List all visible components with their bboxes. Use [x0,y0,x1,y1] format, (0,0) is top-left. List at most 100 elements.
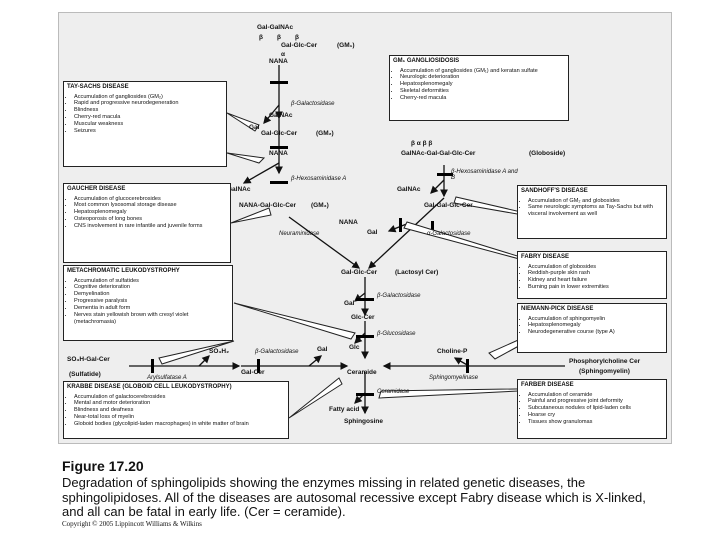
box-item: Accumulation of glucocerebrosides [74,196,227,203]
box-title: KRABBE DISEASE (GLOBOID CELL LEUKODYSTRO… [67,384,232,390]
box-item: Neurologic deterioration [400,74,565,81]
box-item: Cherry-red macula [400,95,565,102]
box-item: Accumulation of gangliosides (GM₁) and k… [400,68,565,75]
enzyme-beta-galactosidase: β-Galactosidase [255,349,299,355]
box-item: Cognitive deterioration [74,284,229,291]
node-gal-galnac: Gal-GalNAc [257,24,294,31]
node-gm1-label: (GM₁) [337,42,355,49]
box-item: Muscular weakness [74,121,223,128]
box-item: Cherry-red macula [74,114,223,121]
farber-box: FARBER DISEASE Accumulation of ceramide … [517,379,667,439]
krabbe-box: KRABBE DISEASE (GLOBOID CELL LEUKODYSTRO… [63,381,289,439]
node-gal-glc-cer-gm2: Gal-Glc-Cer [261,130,298,137]
box-item: Accumulation of sphingomyelin [528,316,663,323]
box-item: Mental and motor deterioration [74,400,285,407]
node-gal-glc-cer-gm1: Gal-Glc-Cer [281,42,318,49]
box-item: Accumulation of globosides [528,264,663,271]
node-glc-cer: Glc-Cer [351,314,375,321]
node-gal-gal-glc-cer: Gal-Gal-Glc-Cer [424,202,473,209]
node-galnac: GalNAc [227,186,251,193]
node-phosphorylcholine-cer: Phosphorylcholine Cer [569,358,641,365]
node-gal: Gal [317,346,328,353]
box-item: Hepatosplenomegaly [74,209,227,216]
node-ceramide: Ceramide [347,369,377,376]
box-item: Accumulation of galactocerebrosides [74,394,285,401]
gaucher-box: GAUCHER DISEASE Accumulation of glucocer… [63,183,231,263]
box-item: Dementia in adult form [74,305,229,312]
box-item: Seizures [74,128,223,135]
box-item: CNS involvement in rare infantile and ju… [74,223,227,230]
node-nana: NANA [269,58,288,65]
node-glc: Glc [349,344,360,351]
box-item: Blindness [74,107,223,114]
enzyme-alpha-galactosidase: α-Galactosidase [427,231,471,237]
box-item: Accumulation of sulfatides [74,278,229,285]
box-item: Globoid bodies (glycolipid-laden macroph… [74,421,285,428]
gm1-gangliosidosis-box: GM₁ GANGLIOSIDOSIS Accumulation of gangl… [389,55,569,121]
metachromatic-leukodystrophy-box: METACHROMATIC LEUKODYSTROPHY Accumulatio… [63,265,233,341]
box-item: Accumulation of GM₂ and globosides [528,198,663,205]
node-choline-p: Choline-P [437,348,468,355]
box-item: Reddish-purple skin rash [528,270,663,277]
node-globoside-chain: GalNAc-Gal-Gal-Glc-Cer [401,150,476,157]
node-lactosyl-cer: Gal-Glc-Cer [341,269,378,276]
box-title: FARBER DISEASE [521,382,574,388]
enzyme-ceramidase: Ceramidase [377,389,410,395]
box-title: NIEMANN-PICK DISEASE [521,306,594,312]
caption-text: Degradation of sphingolipids showing the… [62,475,646,520]
box-item: Accumulation of gangliosides (GM₂) [74,94,223,101]
box-item: Skeletal deformities [400,88,565,95]
enzyme-beta-galactosidase: β-Galactosidase [377,293,421,299]
box-item: Progressive paralysis [74,298,229,305]
box-item: Nerves stain yellowish brown with cresyl… [74,312,229,326]
node-nana: NANA [269,150,288,157]
enzyme-beta-glucosidase: β-Glucosidase [377,331,416,337]
fabry-box: FABRY DISEASE Accumulation of globosides… [517,251,667,299]
box-item: Osteoporosis of long bones [74,216,227,223]
node-nana: NANA [339,219,358,226]
box-title: GM₁ GANGLIOSIDOSIS [393,58,460,64]
caption-title: Figure 17.20 [62,458,144,474]
box-item: Hoarse cry [528,412,663,419]
box-title: GAUCHER DISEASE [67,186,126,192]
node-gal: Gal [249,124,260,131]
pathway-figure: Gal-GalNAc β β β Gal-Glc-Cer (GM₁) α NAN… [58,12,672,444]
box-title: FABRY DISEASE [521,254,570,260]
node-gal: Gal [344,300,355,307]
node-gal: Gal [367,229,378,236]
enzyme-neuraminidase: Neuraminidase [279,231,320,237]
node-beta: β [277,34,281,41]
box-item: Kidney and heart failure [528,277,663,284]
node-galnac: GalNAc [397,186,421,193]
node-globoside-label: (Globoside) [529,150,566,157]
enzyme-arylsulfatase-a: Arylsulfatase A [147,375,187,381]
copyright: Copyright © 2005 Lippincott Williams & W… [62,520,202,528]
node-so3h-gal-cer: SO₃H-Gal-Cer [67,356,110,363]
box-item: Rapid and progressive neurodegeneration [74,100,223,107]
box-item: Tissues show granulomas [528,419,663,426]
box-item: Hepatosplenomegaly [400,81,565,88]
box-item: Neurodegenerative course (type A) [528,329,663,336]
node-beta: β [295,34,299,41]
box-item: Most common lysosomal storage disease [74,202,227,209]
box-item: Near-total loss of myelin [74,414,285,421]
box-title: TAY-SACHS DISEASE [67,84,129,90]
box-item: Same neurologic symptoms as Tay-Sachs bu… [528,204,663,218]
node-so3h2: SO₃H₂ [209,348,229,355]
node-gm2-label: (GM₂) [316,130,334,137]
node-sulfatide-label: (Sulfatide) [69,371,101,378]
sandhoff-box: SANDHOFF'S DISEASE Accumulation of GM₂ a… [517,185,667,239]
box-item: Blindness and deafness [74,407,285,414]
node-fatty-acid: Fatty acid [329,406,360,413]
box-item: Accumulation of ceramide [528,392,663,399]
node-sphingosine: Sphingosine [344,418,383,425]
node-alpha: α [281,51,285,58]
figure-caption: Figure 17.20 Degradation of sphingolipid… [62,458,666,520]
enzyme-hexosaminidase-a-b: β-Hexosaminidase A and B [451,169,518,181]
box-item: Hepatosplenomegaly [528,322,663,329]
box-item: Burning pain in lower extremities [528,284,663,291]
node-nana-gal-glc-cer: NANA-Gal-Glc-Cer [239,202,297,209]
node-beta: β [259,34,263,41]
box-item: Demyelination [74,291,229,298]
box-item: Painful and progressive joint deformity [528,398,663,405]
